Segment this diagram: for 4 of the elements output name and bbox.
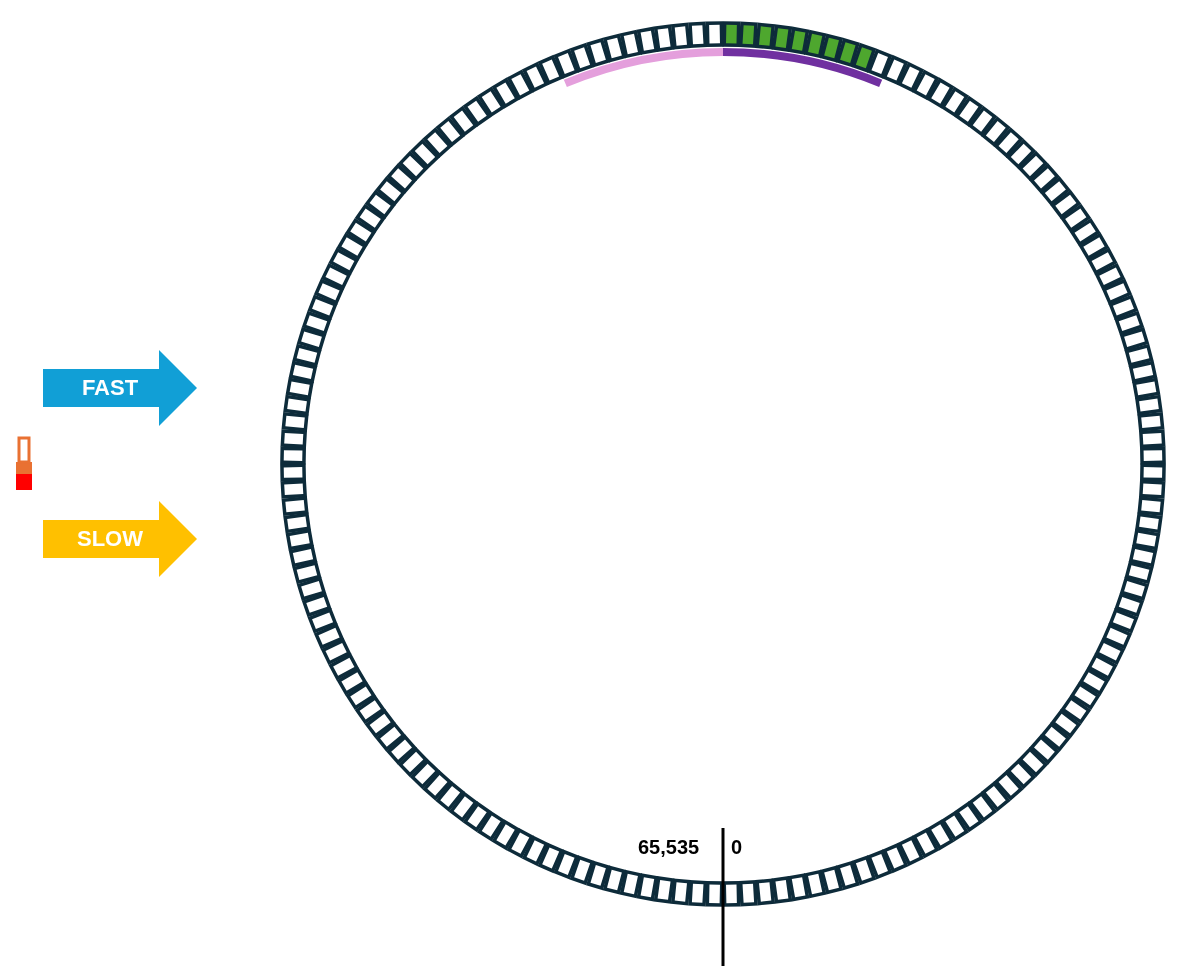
sequence-number-label: 65,535: [638, 836, 700, 859]
arrow-label: FAST: [80, 374, 140, 402]
sequence-number-label: 0: [731, 836, 743, 859]
arrow-label: SLOW: [76, 525, 144, 553]
